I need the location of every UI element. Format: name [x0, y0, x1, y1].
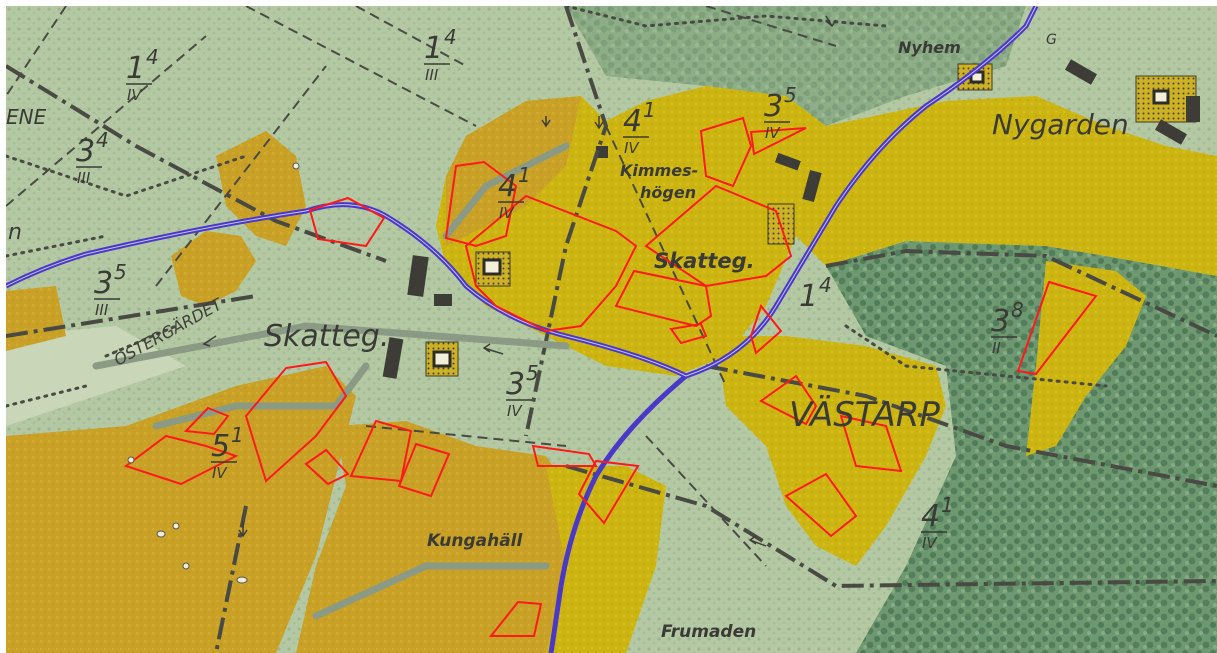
label-nygarden: Nygarden: [992, 108, 1129, 141]
soil-code-roman: IV: [765, 124, 781, 142]
soil-code-number: 3: [76, 134, 95, 169]
map-canvas[interactable]: Nyhem Nygarden Kimmes- högen Skatteg. Sk…: [6, 6, 1217, 653]
field-east-strip: [1026, 261, 1146, 456]
soil-code-roman: IV: [499, 204, 515, 222]
label-edge-n: n: [8, 220, 22, 245]
soil-code-number: 1: [126, 51, 145, 86]
soil-code-superscript: 1: [518, 163, 531, 187]
soil-code-number: 3: [991, 304, 1010, 339]
label-kimmes: Kimmes-: [620, 161, 698, 180]
soil-code-superscript: 4: [146, 45, 159, 69]
soil-code-roman: IV: [922, 534, 938, 552]
soil-code-number: 5: [211, 429, 230, 464]
old-roads: [92, 142, 570, 620]
soil-code-number: 1: [799, 279, 818, 314]
label-kungahall: Kungahäll: [427, 531, 523, 551]
soil-code-roman: IV: [212, 464, 228, 482]
label-frumaden: Frumaden: [661, 622, 756, 642]
soil-code-superscript: 4: [444, 25, 457, 49]
soil-code-roman: III: [95, 301, 109, 319]
soil-code-roman: III: [425, 66, 439, 84]
field-ostergardet: [171, 231, 256, 306]
modern-road-south: [548, 374, 688, 653]
soil-code-roman: III: [77, 169, 91, 187]
soil-code-number: 4: [498, 169, 517, 204]
boulder-markers: [127, 162, 300, 584]
soil-code-number: 4: [623, 104, 642, 139]
modern-road-inner: [6, 6, 1037, 377]
soil-code-superscript: 5: [784, 83, 797, 107]
soil-code-number: 3: [764, 89, 783, 124]
soil-code-superscript: 1: [643, 98, 656, 122]
thin-dashed-lines: [6, 6, 837, 567]
soil-code-superscript: 4: [96, 128, 109, 152]
soil-code-superscript: 5: [526, 361, 539, 385]
flow-arrows: [202, 15, 837, 547]
soil-code-number: 3: [94, 266, 113, 301]
soil-code-number: 4: [921, 499, 940, 534]
soil-code-roman: II: [992, 339, 1001, 357]
soil-code-number: 3: [506, 367, 525, 402]
field-vastarp: [716, 336, 946, 566]
pasture-west: [6, 326, 186, 426]
buildings: [382, 59, 1200, 379]
red-parcels: [123, 116, 1098, 637]
soil-code-superscript: 5: [114, 260, 127, 284]
label-hogen: högen: [640, 183, 696, 202]
label-vastarp: VÄSTARP: [789, 395, 940, 435]
field-southwest: [6, 366, 356, 653]
soil-code-superscript: 4: [819, 273, 832, 297]
field-south-yellow: [546, 466, 666, 653]
label-g: G: [1046, 32, 1057, 48]
label-ene: ENE: [6, 105, 47, 129]
label-nyhem: Nyhem: [898, 38, 961, 57]
soil-code-number: 1: [424, 31, 443, 66]
soil-code-superscript: 8: [1011, 298, 1024, 322]
label-skatteg-center: Skatteg.: [654, 249, 755, 273]
forest-northwest: [6, 6, 566, 126]
field-south-strip: [306, 566, 536, 653]
soil-code-roman: IV: [624, 139, 640, 157]
field-northeast-large: [796, 96, 1217, 276]
soil-code-superscript: 1: [231, 423, 244, 447]
soil-code-roman: IV: [127, 86, 143, 104]
field-nw-parcel: [216, 131, 306, 246]
soil-code-superscript: 1: [941, 493, 954, 517]
forest-southeast: [606, 476, 856, 653]
label-skatteg-west: Skatteg.: [264, 319, 389, 354]
soil-code-roman: IV: [507, 402, 523, 420]
forest-north: [566, 6, 1026, 126]
